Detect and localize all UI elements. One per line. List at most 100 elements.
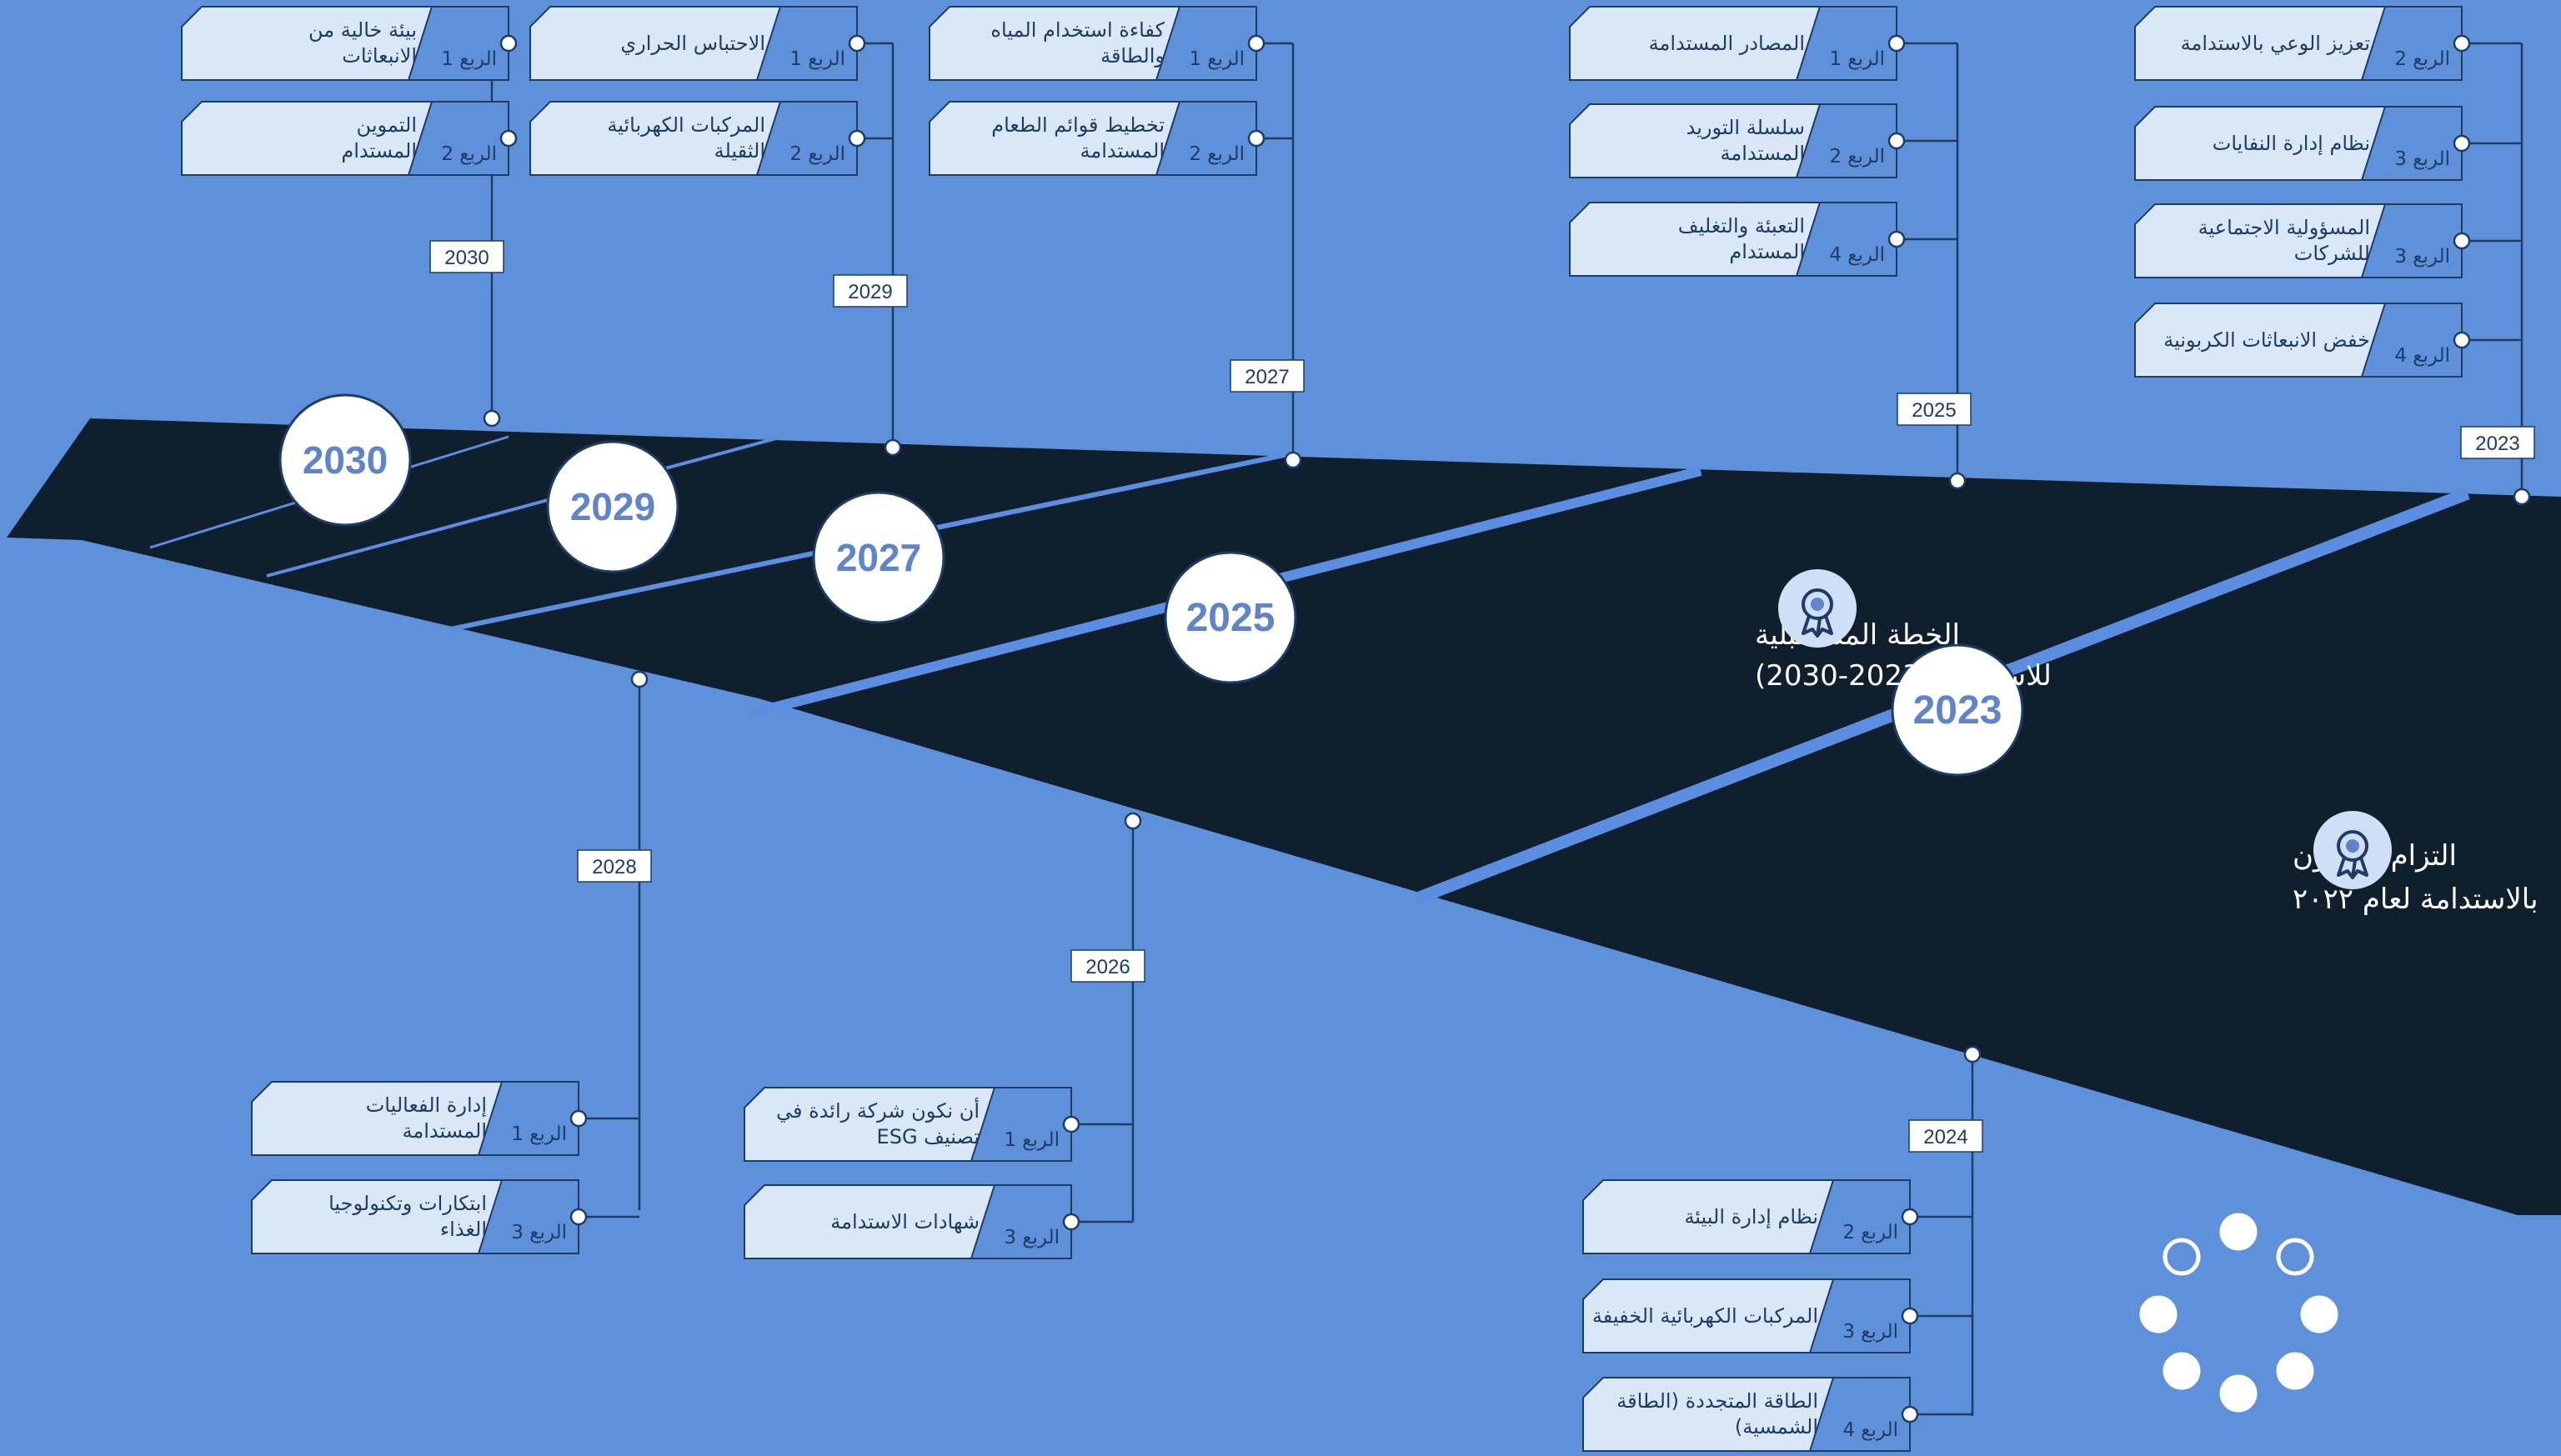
year-tag-label: 2030	[444, 247, 489, 269]
quarter-tab	[407, 6, 509, 81]
svg-text:2027: 2027	[836, 536, 921, 579]
quarter-label: الربع 3	[2394, 246, 2450, 268]
quarter-label: الربع 3	[1842, 1321, 1898, 1343]
card-node-dot	[569, 1109, 588, 1128]
year-tag-label: 2028	[592, 856, 636, 878]
quarter-tab	[1155, 6, 1257, 81]
svg-text:بالاستدامة لعام ٢٠٢٢: بالاستدامة لعام ٢٠٢٢	[2293, 883, 2538, 916]
year-tag: 2023	[2460, 426, 2535, 459]
ribbon-award-icon	[1778, 569, 1857, 648]
road-marker-dot	[1948, 472, 1967, 490]
quarter-label: الربع 1	[1829, 48, 1885, 70]
milestone-title-line: أن نكون شركة رائدة في	[776, 1098, 980, 1123]
milestone-title-line: للشركات	[2294, 242, 2370, 265]
quarter-label: الربع 4	[1829, 244, 1885, 266]
quarter-label: الربع 3	[511, 1222, 567, 1243]
milestone-title-line: المركبات الكهربائية الخفيفة	[1592, 1304, 1818, 1328]
road-year-2030: 2030	[278, 393, 412, 527]
quarter-label: الربع 2	[789, 143, 845, 165]
milestone-card: الربع 3 المسؤولية الاجتماعية للشركات	[2134, 203, 2471, 278]
quarter-label: الربع 1	[1004, 1129, 1060, 1151]
quarter-label: الربع 1	[789, 48, 845, 70]
milestone-title-line: خفض الانبعاثات الكربونية	[2163, 328, 2370, 352]
milestone-title-line: بيئة خالية من	[308, 18, 417, 42]
milestone-title-line: كفاءة استخدام المياه	[990, 18, 1165, 42]
quarter-tab	[1808, 1179, 1911, 1254]
year-tag: 2030	[429, 240, 504, 273]
milestone-title-line: تعزيز الوعي بالاستدامة	[2181, 32, 2370, 55]
quarter-tab	[1795, 202, 1897, 277]
card-node-dot	[1062, 1213, 1080, 1231]
year-tag: 2028	[577, 849, 652, 883]
milestone-card: الربع 2 سلسلة التوريد المستدامة	[1569, 103, 1906, 178]
card-node-dot	[1887, 230, 1906, 248]
milestone-title-line: المستدام	[1729, 240, 1805, 263]
road-marker-dot	[1963, 1045, 1982, 1063]
quarter-label: الربع 2	[1189, 143, 1245, 165]
year-tag-label: 2027	[1245, 366, 1289, 388]
milestone-title-line: المصادر المستدامة	[1649, 32, 1805, 55]
milestone-title-line: المستدامة	[403, 1119, 488, 1143]
road-marker-dot	[1124, 812, 1142, 830]
milestone-title-line: تخطيط قوائم الطعام	[991, 113, 1165, 137]
card-node-dot	[1887, 34, 1906, 53]
quarter-tab	[2360, 6, 2463, 81]
milestone-card: الربع 3 المركبات الكهربائية الخفيفة	[1582, 1278, 1919, 1353]
road-marker-dot	[884, 438, 902, 457]
milestone-card: الربع 1 المصادر المستدامة	[1569, 6, 1906, 81]
milestone-title-line: المستدام	[341, 139, 417, 163]
quarter-label: الربع 4	[2394, 345, 2450, 367]
card-node-dot	[1887, 132, 1906, 150]
milestone-title-line: الشمسية)	[1735, 1415, 1818, 1438]
quarter-tab	[1795, 6, 1897, 81]
year-tag-label: 2024	[1923, 1126, 1967, 1148]
svg-text:2023: 2023	[1913, 688, 2002, 733]
milestone-title-line: التعبئة والتغليف	[1678, 214, 1805, 238]
road-year-2025: 2025	[1164, 551, 1297, 684]
quarter-label: الربع 2	[1829, 146, 1885, 168]
milestone-title-line: سلسلة التوريد	[1686, 116, 1805, 139]
quarter-tab	[1795, 103, 1897, 178]
year-tag: 2027	[1230, 359, 1305, 393]
quarter-tab	[1808, 1278, 1911, 1353]
card-node-dot	[1901, 1405, 1919, 1423]
card-node-dot	[848, 34, 866, 53]
milestone-title-line: الثقيلة	[714, 139, 765, 163]
quarter-tab	[2360, 303, 2463, 378]
year-tag: 2025	[1897, 393, 1972, 426]
road-marker-dot	[2513, 488, 2531, 506]
milestone-title-line: المسؤولية الاجتماعية	[2198, 216, 2370, 239]
quarter-label: الربع 1	[511, 1123, 567, 1145]
road-year-2029: 2029	[546, 440, 679, 573]
road-marker-dot	[1284, 451, 1302, 469]
milestone-title-line: المستدامة	[1721, 142, 1806, 165]
year-tag: 2029	[833, 274, 908, 308]
quarter-tab	[1155, 101, 1257, 176]
timeline-road	[7, 418, 2561, 1215]
milestone-title-line: الطاقة المتجددة (الطاقة	[1616, 1389, 1818, 1413]
milestone-title-line: نظام إدارة البيئة	[1684, 1205, 1818, 1229]
year-tag: 2026	[1070, 949, 1145, 983]
quarter-tab	[2360, 106, 2463, 181]
quarter-tab	[2360, 203, 2463, 278]
road-year-2023: 2023	[1891, 643, 2024, 777]
card-node-dot	[1247, 34, 1265, 53]
quarter-tab	[970, 1087, 1072, 1162]
quarter-label: الربع 3	[1004, 1227, 1060, 1248]
